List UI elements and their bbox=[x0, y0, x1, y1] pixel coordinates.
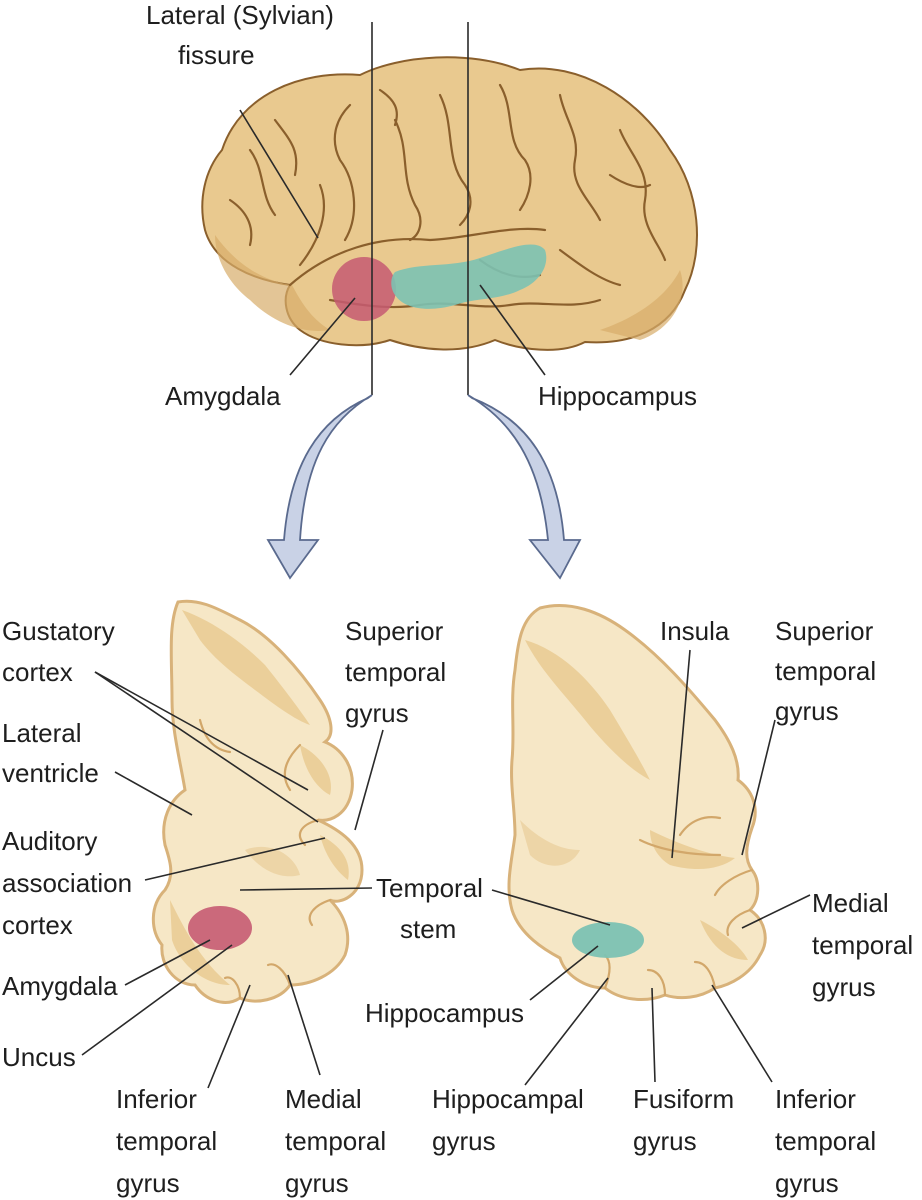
left-section-arrow bbox=[266, 394, 373, 580]
label-inf-temporal-left-2: temporal bbox=[116, 1126, 217, 1156]
label-inf-temporal-right-1: Inferior bbox=[775, 1084, 856, 1114]
label-hippocampus-top: Hippocampus bbox=[538, 381, 697, 411]
label-medial-temporal-left-3: gyrus bbox=[285, 1168, 349, 1198]
section-indicators bbox=[266, 22, 582, 580]
label-medial-temporal-left-1: Medial bbox=[285, 1084, 362, 1114]
label-sup-temporal-left-2: temporal bbox=[345, 657, 446, 687]
label-hippocampus-right: Hippocampus bbox=[365, 998, 524, 1028]
label-medial-temporal-right-1: Medial bbox=[812, 888, 889, 918]
label-gustatory-2: cortex bbox=[2, 657, 73, 687]
label-sup-temporal-right-3: gyrus bbox=[775, 696, 839, 726]
label-hippocampal-gyrus-2: gyrus bbox=[432, 1126, 496, 1156]
label-sup-temporal-left-3: gyrus bbox=[345, 698, 409, 728]
label-sup-temporal-right-2: temporal bbox=[775, 656, 876, 686]
right-coronal-section bbox=[507, 603, 767, 1001]
label-medial-temporal-left-2: temporal bbox=[285, 1126, 386, 1156]
right-section-arrow bbox=[467, 394, 582, 580]
hippocampus-section bbox=[572, 922, 644, 958]
label-lateral-fissure-2: fissure bbox=[178, 40, 255, 70]
amygdala-section bbox=[188, 906, 252, 950]
label-medial-temporal-right-3: gyrus bbox=[812, 972, 876, 1002]
label-insula: Insula bbox=[660, 616, 730, 646]
label-fusiform-1: Fusiform bbox=[633, 1084, 734, 1114]
label-auditory-3: cortex bbox=[2, 910, 73, 940]
label-lateral-ventricle-1: Lateral bbox=[2, 718, 82, 748]
label-auditory-1: Auditory bbox=[2, 826, 97, 856]
label-sup-temporal-left-1: Superior bbox=[345, 616, 444, 646]
leader-lines bbox=[81, 109, 811, 1089]
left-coronal-section bbox=[151, 599, 364, 1004]
label-inf-temporal-right-3: gyrus bbox=[775, 1168, 839, 1198]
label-auditory-2: association bbox=[2, 868, 132, 898]
label-medial-temporal-right-2: temporal bbox=[812, 930, 913, 960]
label-temporal-stem-1: Temporal bbox=[376, 873, 483, 903]
label-gustatory-1: Gustatory bbox=[2, 616, 115, 646]
label-temporal-stem-2: stem bbox=[400, 914, 456, 944]
label-inf-temporal-left-3: gyrus bbox=[116, 1168, 180, 1198]
label-amygdala-left: Amygdala bbox=[2, 971, 118, 1001]
left-section-outline bbox=[151, 599, 364, 1004]
label-lateral-ventricle-2: ventricle bbox=[2, 758, 99, 788]
label-fusiform-2: gyrus bbox=[633, 1126, 697, 1156]
label-hippocampal-gyrus-1: Hippocampal bbox=[432, 1084, 584, 1114]
label-uncus: Uncus bbox=[2, 1042, 76, 1072]
label-amygdala-top: Amygdala bbox=[165, 381, 281, 411]
label-inf-temporal-left-1: Inferior bbox=[116, 1084, 197, 1114]
label-sup-temporal-right-1: Superior bbox=[775, 616, 874, 646]
label-lateral-fissure-1: Lateral (Sylvian) bbox=[146, 0, 334, 30]
lateral-brain bbox=[201, 56, 698, 351]
amygdala-region bbox=[332, 257, 396, 321]
label-inf-temporal-right-2: temporal bbox=[775, 1126, 876, 1156]
